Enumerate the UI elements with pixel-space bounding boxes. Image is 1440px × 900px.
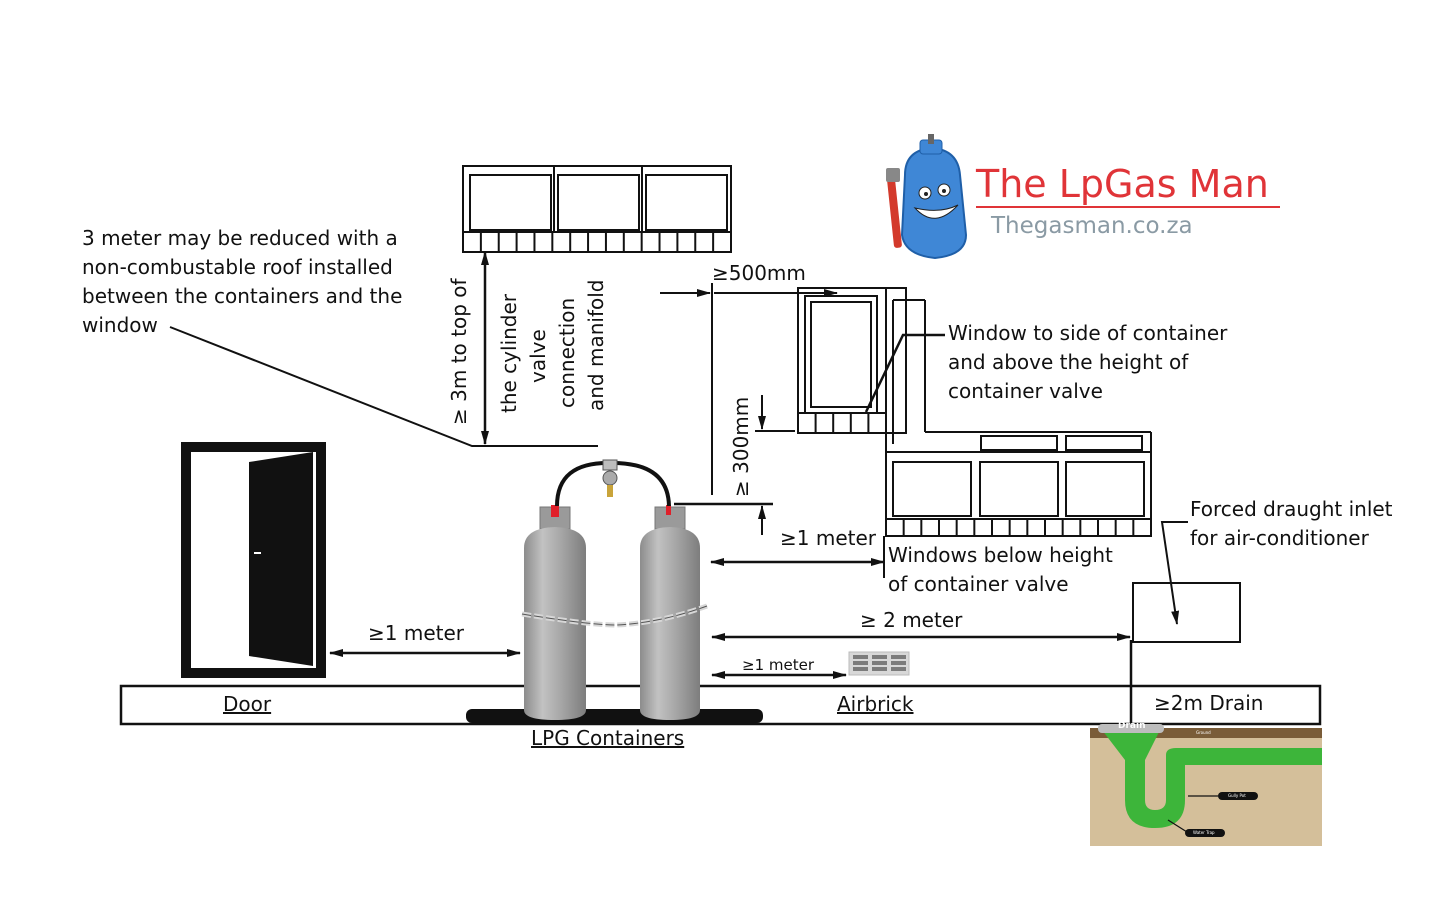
brand-underline — [976, 206, 1280, 208]
roof-note-line: between the containers and the — [82, 284, 403, 308]
roof-note: 3 meter may be reduced with a non-combus… — [82, 224, 402, 340]
drain-inset-ground-label: Ground — [1196, 730, 1211, 735]
roof-note-leader — [169, 326, 598, 447]
windows-below-note: Windows below height of container valve — [888, 541, 1113, 599]
drain-inset-drain-label: Drain — [1118, 721, 1146, 731]
regulator-icon — [602, 459, 618, 497]
side-window-block — [797, 287, 1152, 536]
airbrick-slot — [891, 661, 906, 665]
brand-url: Thegasman.co.za — [991, 213, 1193, 239]
drain-inset — [1090, 724, 1322, 846]
height-label-line: and manifold — [584, 279, 608, 411]
lpg-cylinder-left — [524, 505, 586, 720]
drain-label: ≥2m Drain — [1154, 691, 1264, 715]
cylinder-base — [466, 709, 763, 723]
forced-draught-note-line: for air-conditioner — [1190, 526, 1369, 550]
height-label-line: connection — [555, 297, 579, 408]
airbrick-slot — [891, 667, 906, 671]
forced-draught-note-line: Forced draught inlet — [1190, 497, 1393, 521]
dist-500mm-label: ≥500mm — [712, 261, 806, 285]
airbrick-label: Airbrick — [837, 692, 914, 716]
lpg-containers-label: LPG Containers — [531, 726, 685, 750]
dist-1m-window-label: ≥1 meter — [780, 526, 876, 550]
height-label-line: valve — [526, 329, 550, 383]
drain-inset-water-trap-label: Water Trap — [1193, 830, 1215, 835]
airbrick-slot — [872, 661, 887, 665]
door-icon — [181, 442, 326, 678]
ac-inlet-box — [1132, 582, 1241, 643]
window-side-leader — [864, 333, 945, 413]
upper-window-block — [462, 165, 732, 253]
height-3m-label: ≥ 3m to top of — [447, 278, 471, 425]
dist-300mm-label: ≥ 300mm — [729, 396, 753, 497]
airbrick-slot — [872, 655, 887, 659]
airbrick-slot — [853, 655, 868, 659]
roof-note-line: non-combustable roof installed — [82, 255, 393, 279]
roof-note-line: 3 meter may be reduced with a — [82, 226, 398, 250]
airbrick-slot — [853, 667, 868, 671]
airbrick-slot — [872, 667, 887, 671]
forced-draught-note: Forced draught inlet for air-conditioner — [1190, 495, 1393, 553]
window-side-note-line: container valve — [948, 379, 1103, 403]
mascot-icon — [886, 134, 968, 260]
dist-1m-airbrick-label: ≥1 meter — [742, 656, 814, 674]
forced-draught-leader — [1160, 521, 1188, 625]
lower-window-block — [885, 435, 1152, 537]
lpg-cylinder-right — [640, 505, 700, 720]
height-label-line: the cylinder — [497, 293, 521, 413]
door-label: Door — [223, 692, 272, 716]
window-side-note: Window to side of container and above th… — [948, 319, 1227, 406]
dist-1m-door-label: ≥1 meter — [368, 621, 464, 645]
windows-below-note-line: of container valve — [888, 572, 1069, 596]
windows-below-note-line: Windows below height — [888, 543, 1113, 567]
airbrick-slot — [891, 655, 906, 659]
dist-2m-label: ≥ 2 meter — [860, 608, 963, 632]
window-side-note-line: Window to side of container — [948, 321, 1228, 345]
ground-strip — [119, 684, 1322, 726]
airbrick-slot — [853, 661, 868, 665]
window-side-note-line: and above the height of — [948, 350, 1189, 374]
brand-title: The LpGas Man — [976, 162, 1269, 206]
roof-note-line: window — [82, 313, 158, 337]
drain-inset-gully-pot-label: Gully Pot — [1228, 793, 1246, 798]
airbrick-icon — [848, 651, 910, 676]
